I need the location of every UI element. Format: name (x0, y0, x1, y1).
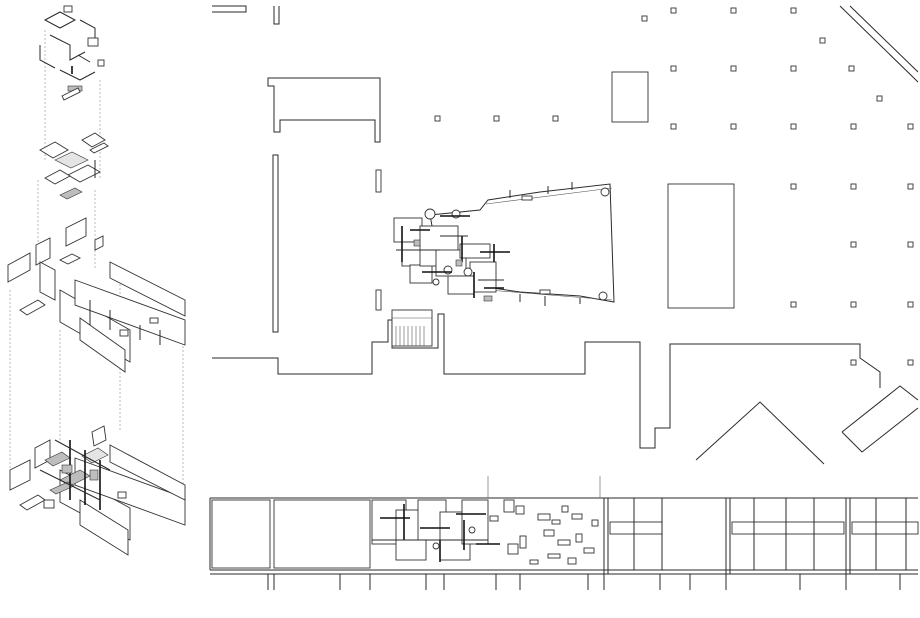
axon-level-3 (7, 217, 186, 373)
plan-angled-block (841, 385, 919, 453)
plan-central-hall (429, 182, 615, 306)
exploded-axonometric-stack (7, 5, 186, 556)
plan-diagonal-edge (839, 5, 919, 83)
projection-lines (9, 30, 184, 520)
plan-block (611, 71, 649, 123)
plan-intervention-cluster (393, 208, 510, 302)
axon-level-1 (39, 5, 105, 101)
section-bays (603, 498, 919, 574)
axon-level-2 (39, 132, 109, 200)
axon-level-4 (9, 425, 186, 556)
plan-column-grid (434, 7, 914, 366)
plan-post (375, 289, 382, 311)
plan-top-bar (212, 5, 247, 13)
plan-stair (391, 309, 433, 347)
site-plan (212, 5, 919, 465)
plan-main-outline (267, 77, 381, 143)
section-elevation (209, 476, 919, 590)
plan-west-wall (272, 154, 279, 333)
plan-block (667, 183, 735, 309)
plan-triangle (695, 401, 825, 465)
section-intervention-cluster (371, 499, 599, 565)
plan-top-post (273, 6, 280, 25)
plan-post (375, 169, 382, 193)
plan-lower-outline (212, 313, 881, 449)
plan-diagonal-edge (849, 5, 919, 73)
section-foundation (267, 574, 901, 590)
